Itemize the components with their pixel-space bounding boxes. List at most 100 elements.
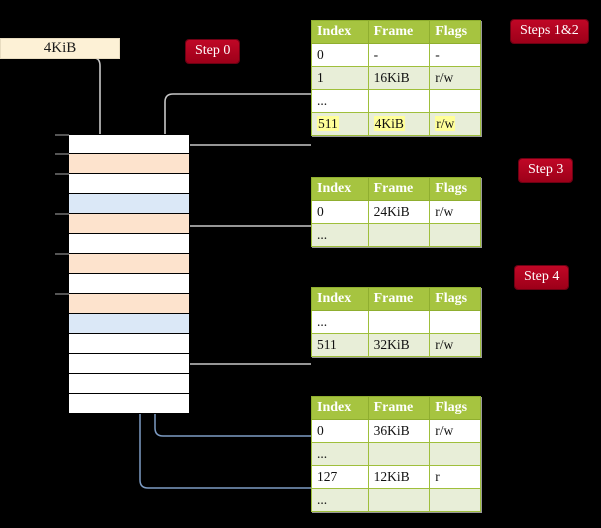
cell-idx: 0 [311,43,369,67]
column-header-index: Index [311,287,369,311]
column-header-frame: Frame [367,396,431,420]
cell-flg [429,89,481,113]
column-header-frame: Frame [367,177,431,201]
highlighted-value: 4KiB [373,116,405,131]
cell-frm [367,488,431,512]
wire-l1-entry127-to-frame [139,203,311,489]
cell-flg: r [429,465,481,489]
table-row: ... [311,310,481,334]
memory-frame-row [68,194,190,214]
column-header-index: Index [311,177,369,201]
cell-frm [367,223,431,247]
cell-frm [367,310,431,334]
cell-frm: 36KiB [367,419,431,443]
column-header-flags: Flags [429,20,481,44]
cell-flg [429,310,481,334]
cell-frm: 24KiB [367,200,431,224]
cell-flg: r/w [429,419,481,443]
frame-boundary-tick [55,293,69,295]
cell-idx: ... [311,89,369,113]
table-row: ... [311,89,481,113]
cell-flg: r/w [429,112,481,136]
highlighted-value: 511 [317,116,339,131]
cell-idx: ... [311,488,369,512]
memory-frame-row [55,293,190,314]
badge-step-4: Step 4 [515,266,569,289]
cell-idx: ... [311,310,369,334]
cell-flg: - [429,43,481,67]
wire-l1-entry0-to-frame [154,323,311,437]
cell-flg: r/w [429,333,481,357]
column-header-flags: Flags [429,287,481,311]
cell-flg: r/w [429,66,481,90]
frame-size-box: 4KiB [0,38,120,59]
table-row: 511 4KiB r/w [311,112,481,136]
wire-4kib-to-frame [93,57,107,150]
column-header-frame: Frame [367,287,431,311]
frame-boundary-tick [55,253,69,255]
cell-frm: 32KiB [367,333,431,357]
cell-frm: - [367,43,431,67]
memory-frame-row [68,314,190,334]
cell-frm: 12KiB [367,465,431,489]
memory-frame-row [68,234,190,254]
cell-idx: 1 [311,66,369,90]
memory-frame-row [68,394,190,414]
column-header-index: Index [311,396,369,420]
memory-frame-row [55,213,190,234]
memory-frame-row [68,354,190,374]
badge-step-0: Step 0 [186,40,240,63]
frame-boundary-tick [55,153,69,155]
memory-frame-row [55,134,190,154]
cell-idx: ... [311,442,369,466]
cell-idx: 0 [311,419,369,443]
table-row: ... [311,223,481,247]
cell-idx: 511 [311,112,369,136]
cell-idx: 127 [311,465,369,489]
cell-flg [429,223,481,247]
frame-boundary-tick [55,173,69,175]
cell-frm [367,89,431,113]
cell-flg [429,488,481,512]
column-header-flags: Flags [429,177,481,201]
frame-boundary-tick [55,213,69,215]
cell-idx: ... [311,223,369,247]
column-header-flags: Flags [429,396,481,420]
cell-frm [367,442,431,466]
badge-steps-1-2: Steps 1&2 [511,20,588,43]
memory-frame-row [55,153,190,174]
table-row: ... [311,488,481,512]
frame-boundary-tick [55,134,69,136]
column-header-frame: Frame [367,20,431,44]
column-header-index: Index [311,20,369,44]
table-row: ... [311,442,481,466]
cell-idx: 0 [311,200,369,224]
cell-flg: r/w [429,200,481,224]
wire-l3-entry-to-frame [177,225,311,294]
badge-step-3: Step 3 [519,159,573,182]
cell-frm: 16KiB [367,66,431,90]
cell-idx: 511 [311,333,369,357]
memory-frame-row [68,334,190,354]
table-row: 0-- [311,43,481,67]
highlighted-value: r/w [435,116,456,131]
memory-frame-row [68,374,190,394]
memory-frame-row [68,274,190,294]
cell-flg [429,442,481,466]
memory-frame-row [55,173,190,194]
physical-memory-frames [55,134,190,414]
